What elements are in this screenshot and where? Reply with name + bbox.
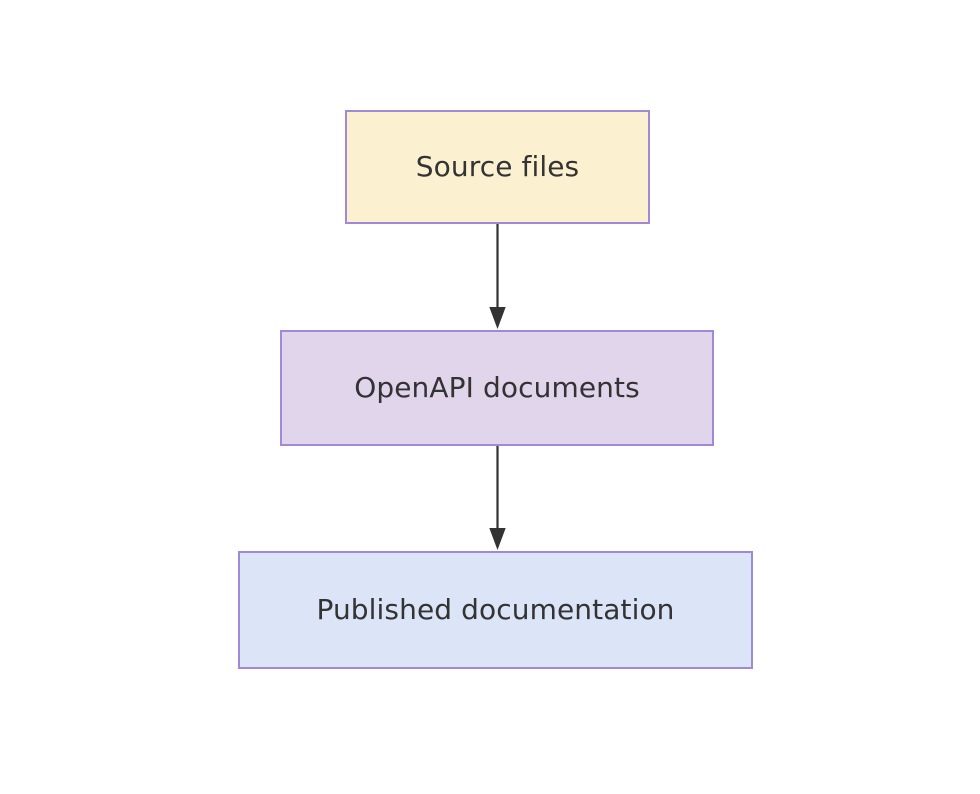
flow-node-source-files[interactable]: Source files: [345, 110, 650, 224]
flow-node-label: OpenAPI documents: [354, 370, 640, 404]
flow-node-label: Source files: [415, 149, 580, 183]
edge-source-to-openapi: [489, 224, 506, 329]
flow-node-openapi-documents[interactable]: OpenAPI documents: [280, 330, 714, 446]
edge-openapi-to-published: [489, 446, 506, 550]
flow-node-label: Published documentation: [316, 592, 675, 626]
flow-node-published-documentation[interactable]: Published documentation: [238, 551, 753, 669]
